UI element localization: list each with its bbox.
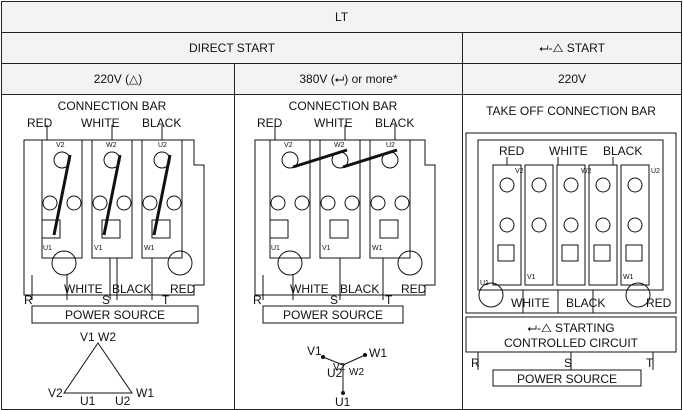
star-diagram: CONNECTION BAR RED WHITE BLACK WHITE BLA… (253, 99, 436, 409)
connection-bar-label: CONNECTION BAR (58, 99, 167, 113)
take-off-label: TAKE OFF CONNECTION BAR (486, 104, 656, 118)
term-u1: U1 (271, 245, 280, 252)
delta-w1: W1 (136, 386, 154, 400)
term-w2: W2 (106, 142, 117, 149)
white-label: WHITE (81, 116, 120, 130)
term-u2: U2 (651, 168, 660, 175)
delta-v1w2: V1 W2 (80, 330, 116, 344)
black-label: BLACK (142, 116, 181, 130)
power-source-label: POWER SOURCE (65, 308, 165, 322)
col3-voltage: 220V (461, 63, 683, 95)
r-label: R (24, 293, 33, 307)
term-v2: V2 (56, 142, 65, 149)
delta-u1: U1 (80, 394, 96, 406)
term-v2: V2 (284, 142, 293, 149)
red-label: RED (499, 144, 525, 158)
term-u2: U2 (386, 142, 395, 149)
star-delta-diagram: TAKE OFF CONNECTION BAR RED WHITE BLACK … (465, 104, 677, 387)
white-bottom-label: WHITE (511, 296, 550, 310)
black-label: BLACK (375, 116, 414, 130)
t-label: T (385, 293, 393, 307)
term-u2: U2 (158, 142, 167, 149)
white-label: WHITE (314, 116, 353, 130)
t-label: T (162, 293, 170, 307)
t-label: T (646, 356, 654, 370)
r-label: R (471, 356, 480, 370)
term-v2: V2 (515, 168, 524, 175)
white-bottom-label: WHITE (64, 282, 103, 296)
red-bottom-label: RED (170, 282, 196, 296)
power-source-label: POWER SOURCE (517, 372, 617, 386)
term-v1: V1 (94, 245, 103, 252)
term-w1: W1 (144, 245, 155, 252)
direct-start-header: DIRECT START (1, 32, 463, 64)
star-u2: U2 (327, 366, 343, 380)
term-w1: W1 (623, 274, 634, 281)
delta-u2: U2 (115, 394, 131, 406)
white-bottom-label: WHITE (290, 282, 329, 296)
power-source-label: POWER SOURCE (283, 308, 383, 322)
r-label: R (253, 293, 262, 307)
black-bottom-label: BLACK (112, 282, 151, 296)
col1-voltage: 220V (△) (1, 63, 235, 95)
delta-v2: V2 (48, 386, 63, 400)
red-label: RED (257, 116, 283, 130)
star-u1: U1 (335, 395, 351, 406)
table-title: LT (0, 1, 683, 33)
white-label: WHITE (549, 144, 588, 158)
s-label: S (330, 293, 338, 307)
red-bottom-label: RED (401, 282, 427, 296)
black-bottom-label: BLACK (340, 282, 379, 296)
starting-label-1: ⮠-△ STARTING (527, 321, 614, 335)
term-w1: W1 (372, 245, 383, 252)
connection-bar-label: CONNECTION BAR (289, 99, 398, 113)
term-v1: V1 (322, 245, 331, 252)
yd-start-header: ⮠-△ START (461, 32, 683, 64)
star-v2: V2 (333, 362, 346, 373)
panel-star-delta: TAKE OFF CONNECTION BAR RED WHITE BLACK … (461, 94, 683, 410)
term-u1: U1 (43, 245, 52, 252)
panel-star: CONNECTION BAR RED WHITE BLACK WHITE BLA… (234, 94, 463, 410)
s-label: S (564, 356, 572, 370)
term-u1: U1 (480, 280, 489, 287)
term-w2: W2 (334, 142, 345, 149)
red-label: RED (27, 116, 53, 130)
star-w2: W2 (349, 367, 364, 378)
black-bottom-label: BLACK (566, 296, 605, 310)
panel-delta: CONNECTION BAR RED WHITE BLACK WHITE BLA… (1, 94, 235, 410)
starting-label-2: CONTROLLED CIRCUIT (504, 336, 639, 350)
star-v1: V1 (307, 344, 322, 358)
term-w2: W2 (581, 168, 592, 175)
term-v1: V1 (527, 274, 536, 281)
star-w1: W1 (369, 346, 387, 360)
col2-voltage: 380V (⮠) or more* (234, 63, 463, 95)
delta-diagram: CONNECTION BAR RED WHITE BLACK WHITE BLA… (23, 99, 205, 408)
s-label: S (102, 293, 110, 307)
black-label: BLACK (603, 144, 642, 158)
red-bottom-label: RED (646, 296, 672, 310)
